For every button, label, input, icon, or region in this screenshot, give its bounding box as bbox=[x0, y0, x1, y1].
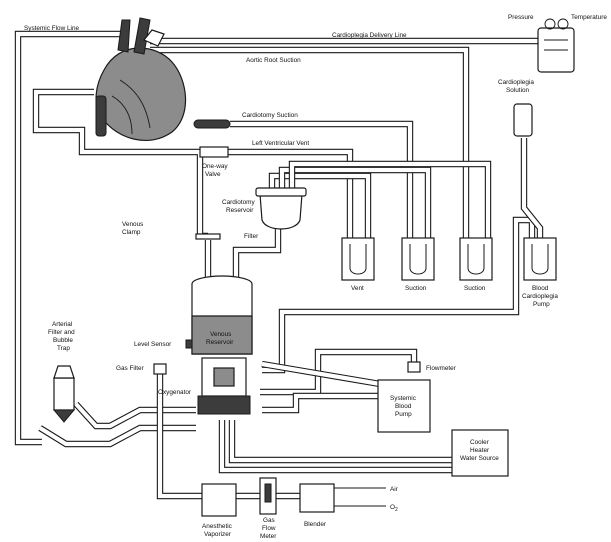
label-o2: O2 bbox=[390, 504, 398, 513]
one-way-valve bbox=[199, 146, 229, 158]
label-o2-sub: 2 bbox=[395, 507, 398, 513]
label-systemic-blood-pump-1: Systemic bbox=[390, 395, 417, 402]
label-arterial-filter-1: Arterial bbox=[52, 321, 72, 328]
flowmeter bbox=[407, 361, 421, 373]
label-cooler-heater-2: Heater bbox=[470, 447, 490, 454]
label-venous-clamp-2: Clamp bbox=[122, 229, 141, 236]
heart bbox=[95, 17, 231, 141]
label-systemic-flow-line: Systemic Flow Line bbox=[24, 25, 79, 32]
level-sensor bbox=[185, 339, 193, 349]
label-blood-cardioplegia-pump-3: Pump bbox=[533, 301, 550, 308]
label-gas-filter: Gas Filter bbox=[116, 365, 145, 372]
label-cardioplegia-solution-2: Solution bbox=[506, 87, 530, 94]
label-level-sensor: Level Sensor bbox=[134, 341, 172, 348]
label-cardiotomy-suction: Cardiotomy Suction bbox=[242, 112, 298, 119]
cardiotomy-reservoir bbox=[255, 187, 307, 230]
label-suction-1: Suction bbox=[405, 285, 427, 292]
label-arterial-filter-4: Trap bbox=[57, 345, 70, 352]
label-blood-cardioplegia-pump-2: Cardioplegia bbox=[522, 293, 558, 300]
cardioplegia-solution-bag bbox=[513, 103, 533, 137]
gas-flow-meter bbox=[259, 477, 277, 515]
label-gas-flow-meter-2: Flow bbox=[262, 525, 276, 532]
label-one-way-valve-2: Valve bbox=[205, 171, 221, 178]
label-anesthetic-vaporizer-1: Anesthetic bbox=[202, 523, 233, 530]
label-flowmeter: Flowmeter bbox=[426, 365, 457, 372]
label-systemic-blood-pump-3: Pump bbox=[395, 411, 412, 418]
label-o2-main: O bbox=[390, 504, 395, 511]
label-filter: Filter bbox=[244, 233, 259, 240]
label-blood-cardioplegia-pump-1: Blood bbox=[532, 285, 549, 292]
anesthetic-vaporizer bbox=[201, 483, 237, 517]
label-cardiotomy-reservoir-2: Reservoir bbox=[226, 207, 254, 214]
label-gas-flow-meter-3: Meter bbox=[260, 533, 277, 540]
label-suction-2: Suction bbox=[464, 285, 486, 292]
label-arterial-filter-3: Bubble bbox=[53, 337, 73, 344]
label-venous-reservoir-1: Venous bbox=[210, 331, 231, 338]
label-blender: Blender bbox=[304, 521, 327, 528]
label-cardiotomy-reservoir-1: Cardiotomy bbox=[222, 199, 255, 206]
label-pressure: Pressure bbox=[508, 14, 534, 21]
systemic-blood-pump bbox=[377, 379, 431, 433]
label-one-way-valve-1: One-way bbox=[202, 163, 228, 170]
label-air: Air bbox=[390, 486, 399, 493]
label-gas-flow-meter-1: Gas bbox=[263, 517, 275, 524]
gas-filter bbox=[153, 363, 167, 375]
oxygenator bbox=[197, 357, 251, 415]
venous-reservoir bbox=[191, 275, 253, 355]
labels: Systemic Flow Line Cardioplegia Delivery… bbox=[24, 14, 607, 540]
suction-pump-1 bbox=[401, 237, 435, 281]
label-left-ventricular-vent: Left Ventricular Vent bbox=[252, 140, 309, 147]
cooler-heater-water-source bbox=[451, 429, 509, 477]
label-temperature: Temperature bbox=[571, 14, 607, 21]
label-oxygenator: Oxygenator bbox=[158, 389, 192, 396]
label-cardioplegia-solution-1: Cardioplegia bbox=[498, 79, 534, 86]
blender bbox=[299, 483, 335, 513]
label-venous-reservoir-2: Reservoir bbox=[206, 339, 234, 346]
label-venous-clamp-1: Venous bbox=[122, 221, 143, 228]
arterial-filter-bubble-trap bbox=[52, 365, 76, 423]
label-cardioplegia-delivery-line: Cardioplegia Delivery Line bbox=[332, 32, 407, 39]
suction-pump-2 bbox=[459, 237, 493, 281]
venous-clamp bbox=[195, 233, 221, 240]
label-aortic-root-suction: Aortic Root Suction bbox=[246, 57, 301, 64]
label-cooler-heater-3: Water Source bbox=[460, 455, 499, 462]
blood-cardioplegia-pump bbox=[523, 237, 557, 281]
label-systemic-blood-pump-2: Blood bbox=[395, 403, 412, 410]
label-vent: Vent bbox=[351, 285, 364, 292]
label-arterial-filter-2: Filter and bbox=[48, 329, 75, 336]
pressure-temperature-monitor bbox=[537, 18, 575, 73]
vent-pump bbox=[341, 237, 375, 281]
label-anesthetic-vaporizer-2: Vaporizer bbox=[204, 531, 232, 538]
label-cooler-heater-1: Cooler bbox=[470, 439, 490, 446]
